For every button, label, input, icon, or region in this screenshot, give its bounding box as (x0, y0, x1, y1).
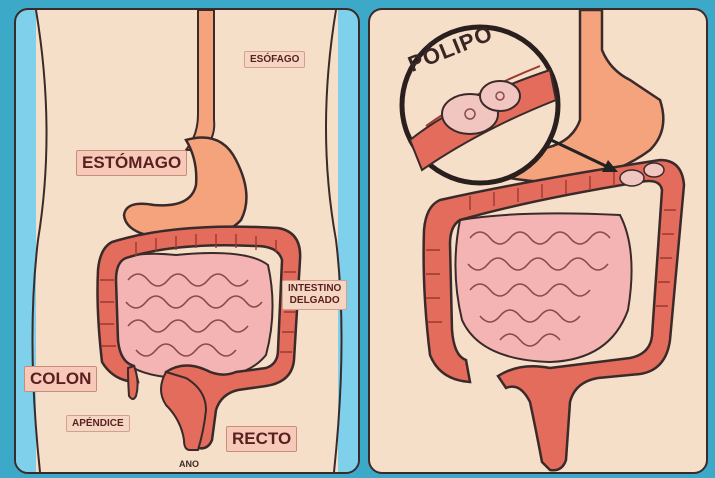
label-small-intestine-line2: DELGADO (288, 295, 341, 307)
small-intestine-right (455, 213, 631, 362)
label-anus: ANO (174, 457, 204, 471)
label-appendix: APÉNDICE (66, 415, 130, 432)
label-esophagus: ESÓFAGO (244, 51, 305, 68)
label-rectum: RECTO (226, 426, 297, 452)
digestive-system-panel: ESÓFAGO ESTÓMAGO INTESTINO DELGADO COLON… (14, 8, 360, 474)
appendix (128, 366, 138, 399)
digestive-system-drawing (16, 10, 358, 472)
left-arm-gap (16, 210, 33, 472)
polyp-drawing (370, 10, 706, 472)
label-colon: COLON (24, 366, 97, 392)
label-small-intestine: INTESTINO DELGADO (282, 280, 347, 310)
label-stomach: ESTÓMAGO (76, 150, 187, 176)
label-small-intestine-line1: INTESTINO (288, 283, 341, 295)
polyp-panel: PÓLIPO (368, 8, 708, 474)
right-arm-gap (341, 210, 358, 472)
small-intestine (112, 253, 272, 378)
